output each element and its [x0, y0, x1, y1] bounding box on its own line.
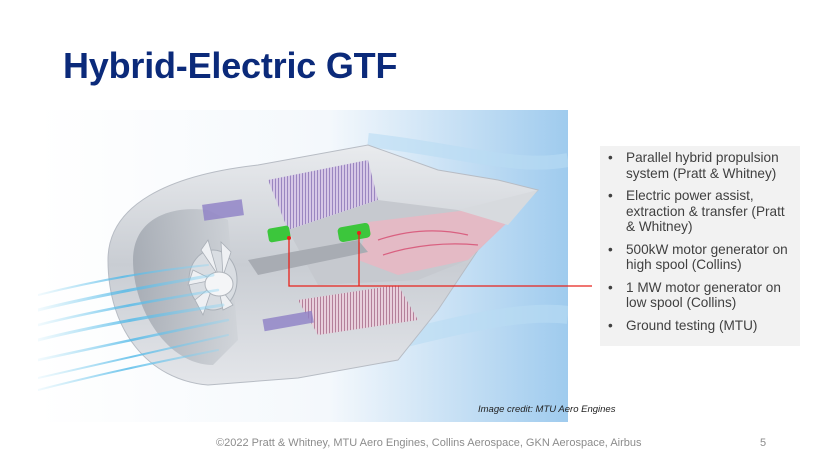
- bullet-item: •Parallel hybrid propulsion system (Prat…: [608, 150, 779, 181]
- bullet-icon: •: [608, 150, 613, 165]
- bullet-item: •Electric power assist, extraction & tra…: [608, 188, 785, 234]
- bullet-icon: •: [608, 241, 613, 257]
- bullet-icon: •: [608, 317, 613, 333]
- bullet-item: •1 MW motor generator on low spool (Coll…: [608, 279, 781, 311]
- bullet-item: •Ground testing (MTU): [608, 317, 758, 333]
- bullet-list-box: •Parallel hybrid propulsion system (Prat…: [600, 146, 800, 346]
- bullet-icon: •: [608, 279, 613, 295]
- slide-title: Hybrid-Electric GTF: [63, 45, 398, 86]
- bullet-list: •Parallel hybrid propulsion system (Prat…: [604, 150, 790, 333]
- bullet-item: •500kW motor generator on high spool (Co…: [608, 241, 788, 273]
- bullet-icon: •: [608, 188, 613, 203]
- image-credit: Image credit: MTU Aero Engines: [478, 404, 616, 415]
- footer-copyright: ©2022 Pratt & Whitney, MTU Aero Engines,…: [216, 437, 642, 449]
- low-spool-motor-generator: [337, 222, 371, 243]
- engine-cutaway-illustration: [38, 110, 568, 422]
- high-spool-motor-generator: [267, 225, 291, 243]
- page-number: 5: [760, 437, 767, 449]
